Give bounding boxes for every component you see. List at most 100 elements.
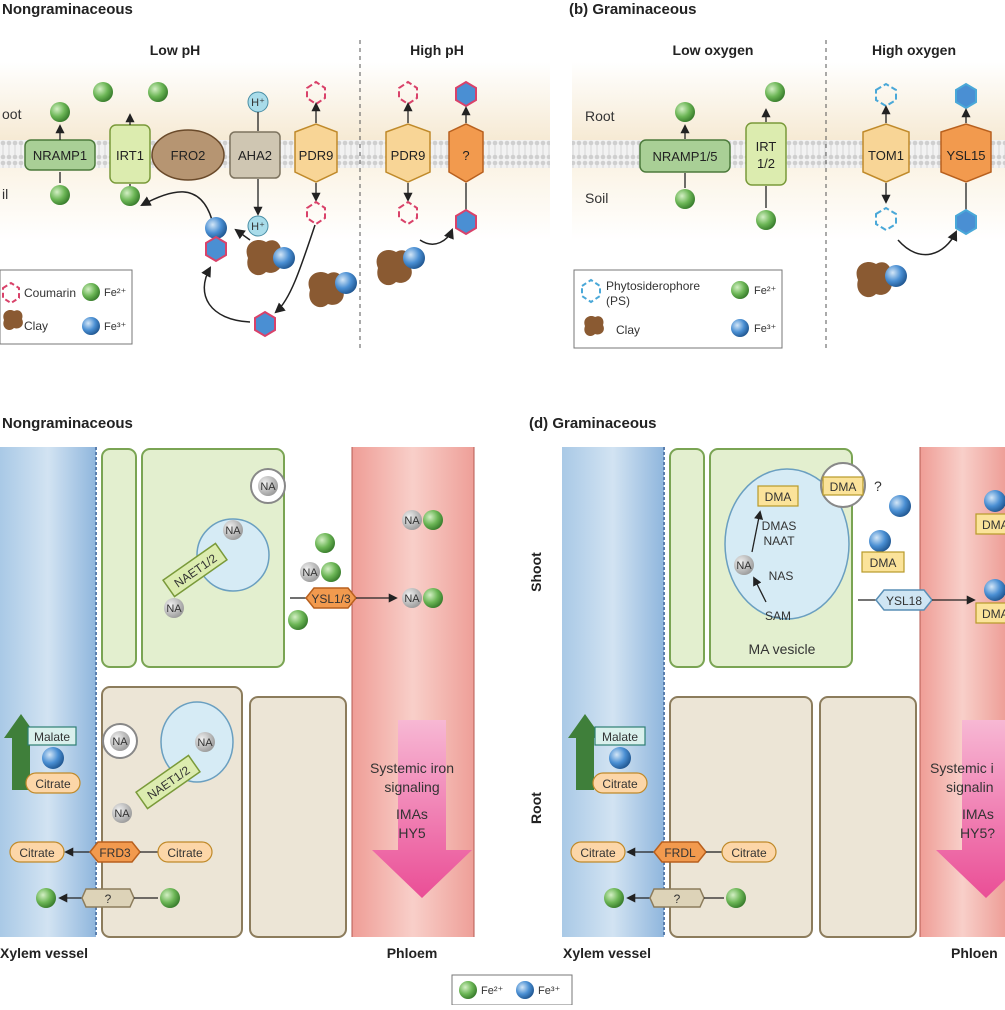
clay-particle (246, 239, 282, 276)
panel-a-title: Nongraminaceous (2, 1, 133, 18)
systemic-signal-arrow-d (936, 720, 1005, 898)
h-plus-label: H⁺ (251, 97, 265, 109)
signal-d-line-1: Systemic i (930, 760, 994, 776)
legend-ps-abbrev: (PS) (606, 294, 630, 308)
fe3-ps-complex (955, 208, 977, 236)
citrate-label: Citrate (35, 777, 71, 791)
na-molecule (402, 588, 422, 608)
root-label-a: oot (2, 106, 22, 122)
citrate-label: Citrate (602, 777, 638, 791)
low-oxygen-label: Low oxygen (673, 42, 754, 58)
xylem-label-d: Xylem vessel (563, 945, 651, 961)
fe2-icon (82, 283, 100, 301)
root-region-b (572, 62, 1005, 140)
fe3-ion (869, 530, 891, 552)
citrate-label: Citrate (167, 846, 203, 860)
fe2-ion (315, 533, 335, 553)
fe2-icon (459, 981, 477, 999)
clay-particle (308, 271, 344, 308)
fe2-ion (120, 186, 140, 206)
fe2-ion (321, 562, 341, 582)
malate-box (27, 726, 77, 746)
dma-question: ? (874, 478, 882, 494)
root-cell-c2 (249, 696, 347, 938)
legend-ps: Phytosiderophore (606, 279, 700, 293)
citrate-box (25, 772, 81, 794)
legend-fe3-bottom: Fe³⁺ (538, 985, 561, 997)
dmas-label: DMAS (762, 519, 797, 533)
na-label: NA (736, 560, 752, 572)
na-label: NA (404, 515, 420, 527)
coumarin-icon (398, 80, 418, 106)
upward-flow-arrow-shaft (576, 734, 594, 790)
signal-line-2: signaling (384, 779, 439, 795)
xylem-vessel-d (562, 447, 664, 937)
signal-line-1: Systemic iron (370, 760, 454, 776)
fro2-reductase (151, 129, 225, 181)
fe3-coumarin-complex (254, 310, 276, 338)
soil-label-a: il (2, 186, 8, 202)
fe3-icon (731, 319, 749, 337)
na-molecule (195, 732, 215, 752)
irt-label: IRT (756, 139, 777, 154)
dma-box (861, 551, 905, 573)
naat-label: NAAT (763, 534, 795, 548)
fe2-ion (160, 888, 180, 908)
na-molecule (734, 555, 754, 575)
companion-cell-c (101, 448, 137, 668)
ysl18-label: YSL18 (886, 594, 922, 608)
nramp1-label: NRAMP1 (33, 148, 87, 163)
fe2-ion (765, 82, 785, 102)
irt1-label: IRT1 (116, 148, 144, 163)
citrate-box (592, 772, 648, 794)
fe3-ion (984, 579, 1005, 601)
fe2-ion (675, 102, 695, 122)
dma-label: DMA (870, 556, 897, 570)
fe2-ion (604, 888, 624, 908)
tom1-label: TOM1 (868, 148, 904, 163)
na-molecule (223, 520, 243, 540)
aha2-label: AHA2 (238, 148, 272, 163)
dma-label: DMA (982, 518, 1005, 532)
soil-label-b: Soil (585, 190, 608, 206)
phytosiderophore-icon (875, 82, 897, 108)
shoot-label: Shoot (528, 552, 544, 592)
citrate-box (721, 841, 777, 863)
fe2-ion (93, 82, 113, 102)
fe3-ion (42, 747, 64, 769)
na-label: NA (225, 525, 241, 537)
fe2-ion (726, 888, 746, 908)
pdr9-high-transporter (385, 123, 431, 183)
unknown-transporter-c-label: ? (105, 892, 112, 906)
fe2-ion (148, 82, 168, 102)
dma-label: DMA (830, 480, 857, 494)
legend-clay: Clay (24, 319, 48, 333)
fe2-ion (288, 610, 308, 630)
fe2-ion (50, 185, 70, 205)
pdr9-label: PDR9 (299, 148, 334, 163)
xylem-vessel-c (0, 447, 96, 937)
panel-d-title: (d) Graminaceous (529, 415, 657, 432)
legend-b (573, 269, 783, 349)
signal-line-4: HY5 (398, 825, 425, 841)
ysl13-label: YSL1/3 (311, 592, 351, 606)
vacuole-c (196, 518, 270, 592)
clay-particle (376, 249, 412, 286)
irt12-label: 1/2 (757, 156, 775, 171)
fe2-ion (675, 189, 695, 209)
na-molecule (300, 562, 320, 582)
na-molecule (164, 598, 184, 618)
coumarin-icon (306, 200, 326, 226)
upward-flow-arrow-shaft (12, 734, 30, 790)
unknown-transporter-label: ? (462, 148, 469, 163)
na-label: NA (302, 567, 318, 579)
high-oxygen-label: High oxygen (872, 42, 956, 58)
fe2-ion (50, 102, 70, 122)
legend-fe3: Fe³⁺ (104, 321, 127, 333)
dma-box (975, 513, 1005, 535)
low-ph-label: Low pH (150, 42, 201, 58)
citrate-label: Citrate (731, 846, 767, 860)
unknown-transporter-a (448, 123, 484, 183)
fe2-ion (756, 210, 776, 230)
fe2-ion (423, 510, 443, 530)
